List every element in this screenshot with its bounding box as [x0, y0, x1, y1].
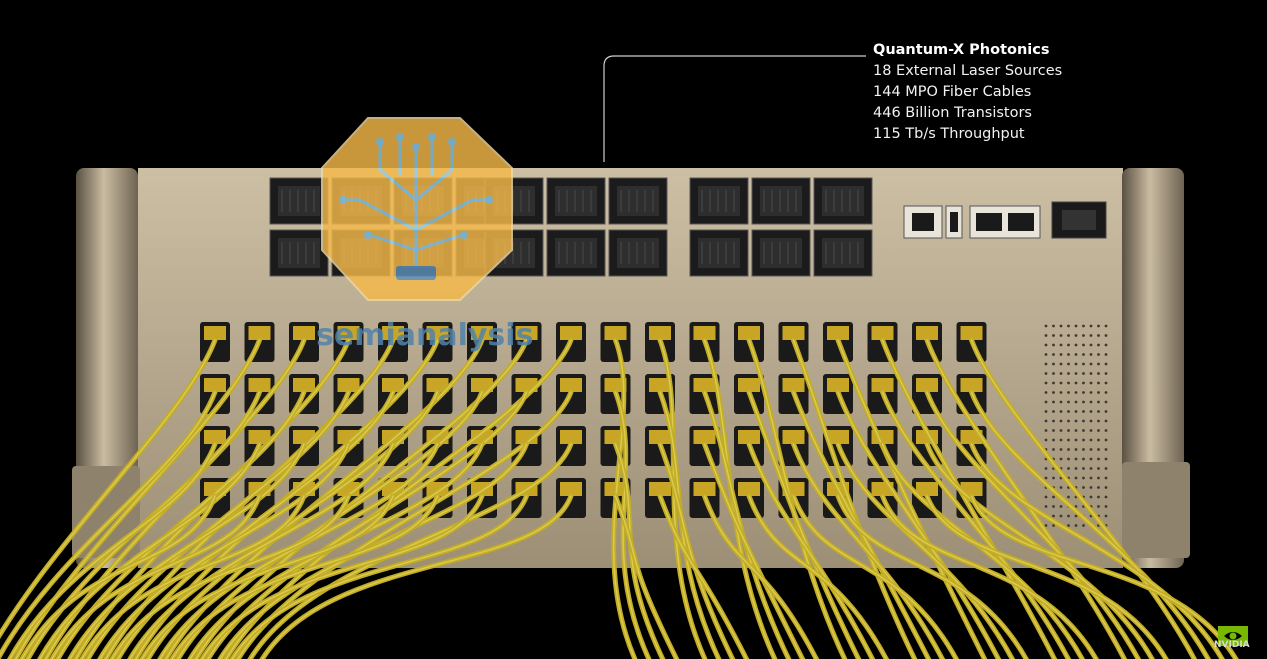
management-ports	[903, 201, 1107, 239]
fiber-cables	[0, 337, 1239, 659]
spec-callout: Quantum-X Photonics 18 External Laser So…	[873, 40, 1062, 145]
callout-line	[603, 55, 866, 162]
spec-line: 18 External Laser Sources	[873, 63, 1063, 79]
nvidia-logo-icon	[1218, 626, 1248, 646]
spec-line: 446 Billion Transistors	[873, 105, 1032, 121]
semianalysis-watermark	[321, 117, 513, 301]
spec-line: 144 MPO Fiber Cables	[873, 84, 1032, 100]
nvidia-logo-text: NVIDIA	[1214, 640, 1250, 650]
watermark-brand-text: semianalysis	[316, 318, 534, 353]
spec-line: 115 Tb/s Throughput	[873, 126, 1025, 142]
spec-title: Quantum-X Photonics	[873, 42, 1050, 58]
